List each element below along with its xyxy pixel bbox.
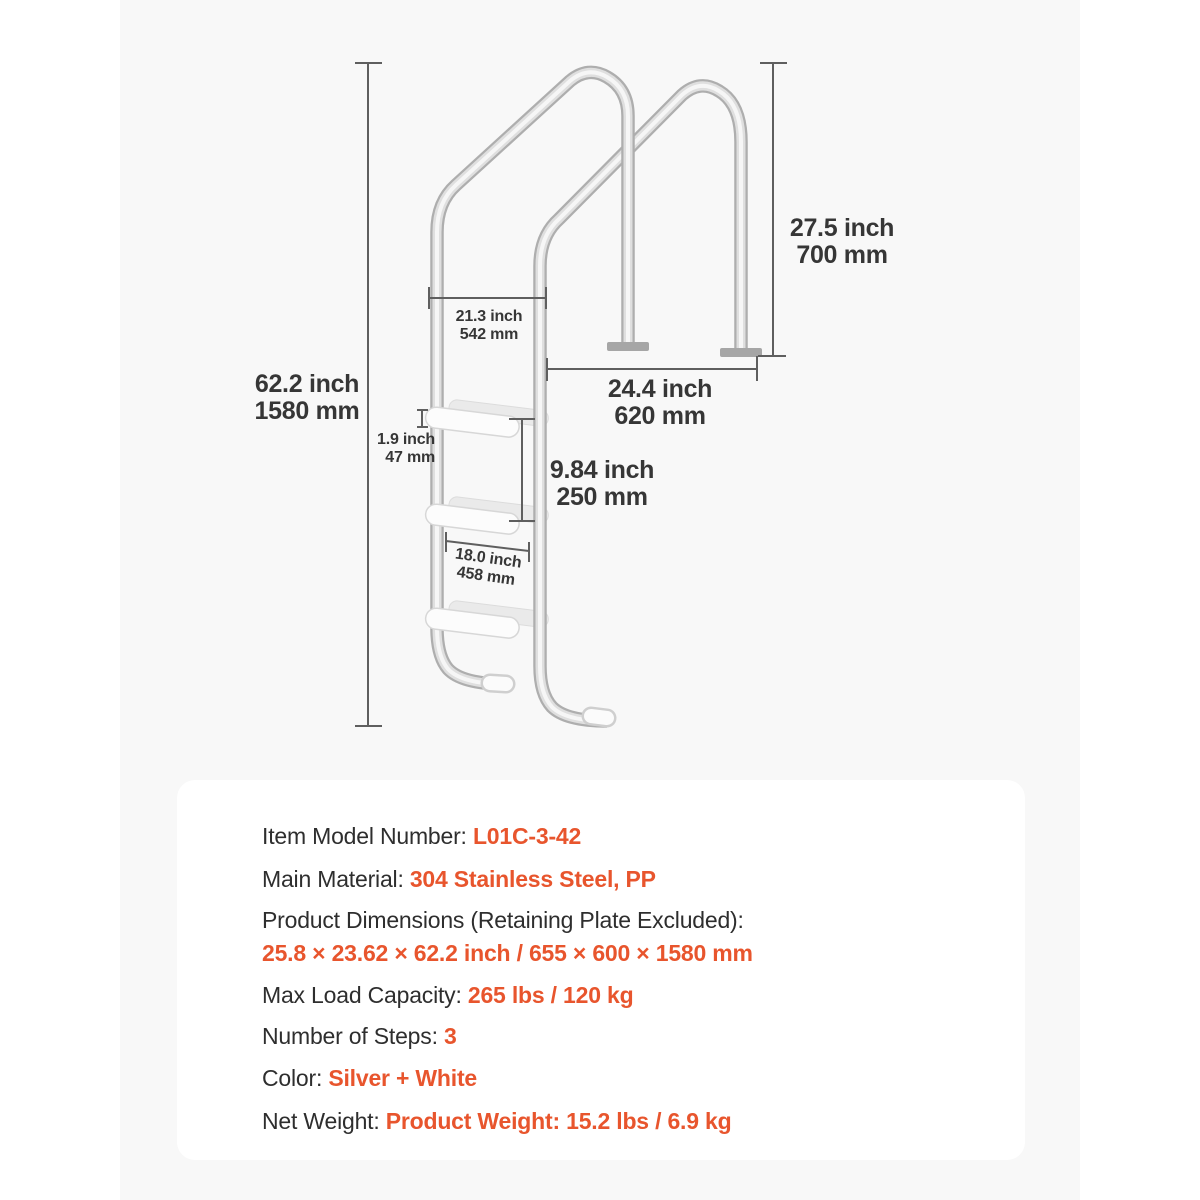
dim-mm: 1580 mm	[254, 397, 360, 425]
handrail-front	[437, 72, 628, 684]
spec-row-main-material: Main Material: 304 Stainless Steel, PP	[262, 865, 656, 893]
spec-row-net-weight: Net Weight: Product Weight: 15.2 lbs / 6…	[262, 1107, 732, 1135]
dim-mm: 620 mm	[614, 402, 706, 430]
spec-row-model-number: Item Model Number: L01C-3-42	[262, 822, 581, 850]
dim-label-overall-height: 62.2 inch 1580 mm	[255, 371, 360, 425]
dim-line-step-spacing	[509, 418, 535, 522]
spec-value: 25.8 × 23.62 × 62.2 inch / 655 × 600 × 1…	[262, 940, 753, 966]
dim-label-base-span: 24.4 inch 620 mm	[607, 375, 713, 430]
foot-caps	[480, 673, 617, 728]
dim-label-handrail-height: 27.5 inch 700 mm	[789, 214, 895, 269]
spec-label: Net Weight:	[262, 1108, 386, 1134]
dim-line-handrail-height	[758, 62, 787, 357]
spec-label: Item Model Number:	[262, 823, 473, 849]
dim-line-overall-height	[355, 62, 382, 727]
spec-row-product-dimensions-value: 25.8 × 23.62 × 62.2 inch / 655 × 600 × 1…	[262, 939, 753, 967]
spec-row-product-dimensions: Product Dimensions (Retaining Plate Excl…	[262, 906, 744, 934]
ladder-step-3	[424, 607, 520, 639]
dim-line-step-thickness	[417, 409, 428, 428]
dim-label-top-rail-span: 21.3 inch 542 mm	[456, 308, 523, 344]
ladder-step-2	[424, 503, 520, 535]
dim-mm: 700 mm	[796, 241, 888, 269]
spec-row-step-count: Number of Steps: 3	[262, 1022, 457, 1050]
dim-inch: 27.5 inch	[789, 214, 895, 242]
spec-panel: Item Model Number: L01C-3-42 Main Materi…	[177, 780, 1025, 1160]
spec-row-max-load: Max Load Capacity: 265 lbs / 120 kg	[262, 981, 634, 1009]
dim-line-step-width	[445, 532, 530, 562]
spec-label: Max Load Capacity:	[262, 982, 468, 1008]
spec-value: Silver + White	[328, 1065, 478, 1091]
spec-row-color: Color: Silver + White	[262, 1064, 477, 1092]
ladder-steps	[424, 406, 520, 639]
dim-label-step-spacing: 9.84 inch 250 mm	[549, 456, 655, 511]
dim-mm: 47 mm	[385, 449, 435, 466]
ladder-diagram	[355, 62, 787, 760]
dim-inch: 1.9 inch	[377, 431, 435, 448]
spec-label: Number of Steps:	[262, 1023, 444, 1049]
base-plate-left	[607, 342, 649, 351]
spec-value: 304 Stainless Steel, PP	[409, 866, 656, 892]
spec-value: 265 lbs / 120 kg	[467, 982, 634, 1008]
base-plates	[607, 342, 762, 357]
spec-value: L01C-3-42	[472, 823, 582, 849]
dim-line-top-rail-span	[428, 287, 547, 309]
spec-label: Color:	[262, 1065, 329, 1091]
base-plate-right	[720, 348, 762, 357]
dim-mm: 542 mm	[459, 326, 519, 343]
spec-label: Main Material:	[262, 866, 410, 892]
dim-inch: 9.84 inch	[549, 456, 655, 484]
spec-label: Product Dimensions (Retaining Plate Excl…	[262, 907, 744, 933]
dimension-lines	[355, 62, 787, 727]
dim-line-base-span	[546, 356, 758, 381]
ladder-step-1	[424, 406, 520, 438]
dim-inch: 21.3 inch	[455, 308, 523, 325]
dim-mm: 250 mm	[556, 483, 648, 511]
dim-label-step-thickness: 1.9 inch 47 mm	[330, 431, 435, 467]
spec-value: 3	[443, 1023, 457, 1049]
dim-inch: 24.4 inch	[607, 375, 713, 403]
dim-inch: 62.2 inch	[254, 370, 360, 398]
spec-value: Product Weight: 15.2 lbs / 6.9 kg	[385, 1108, 732, 1134]
